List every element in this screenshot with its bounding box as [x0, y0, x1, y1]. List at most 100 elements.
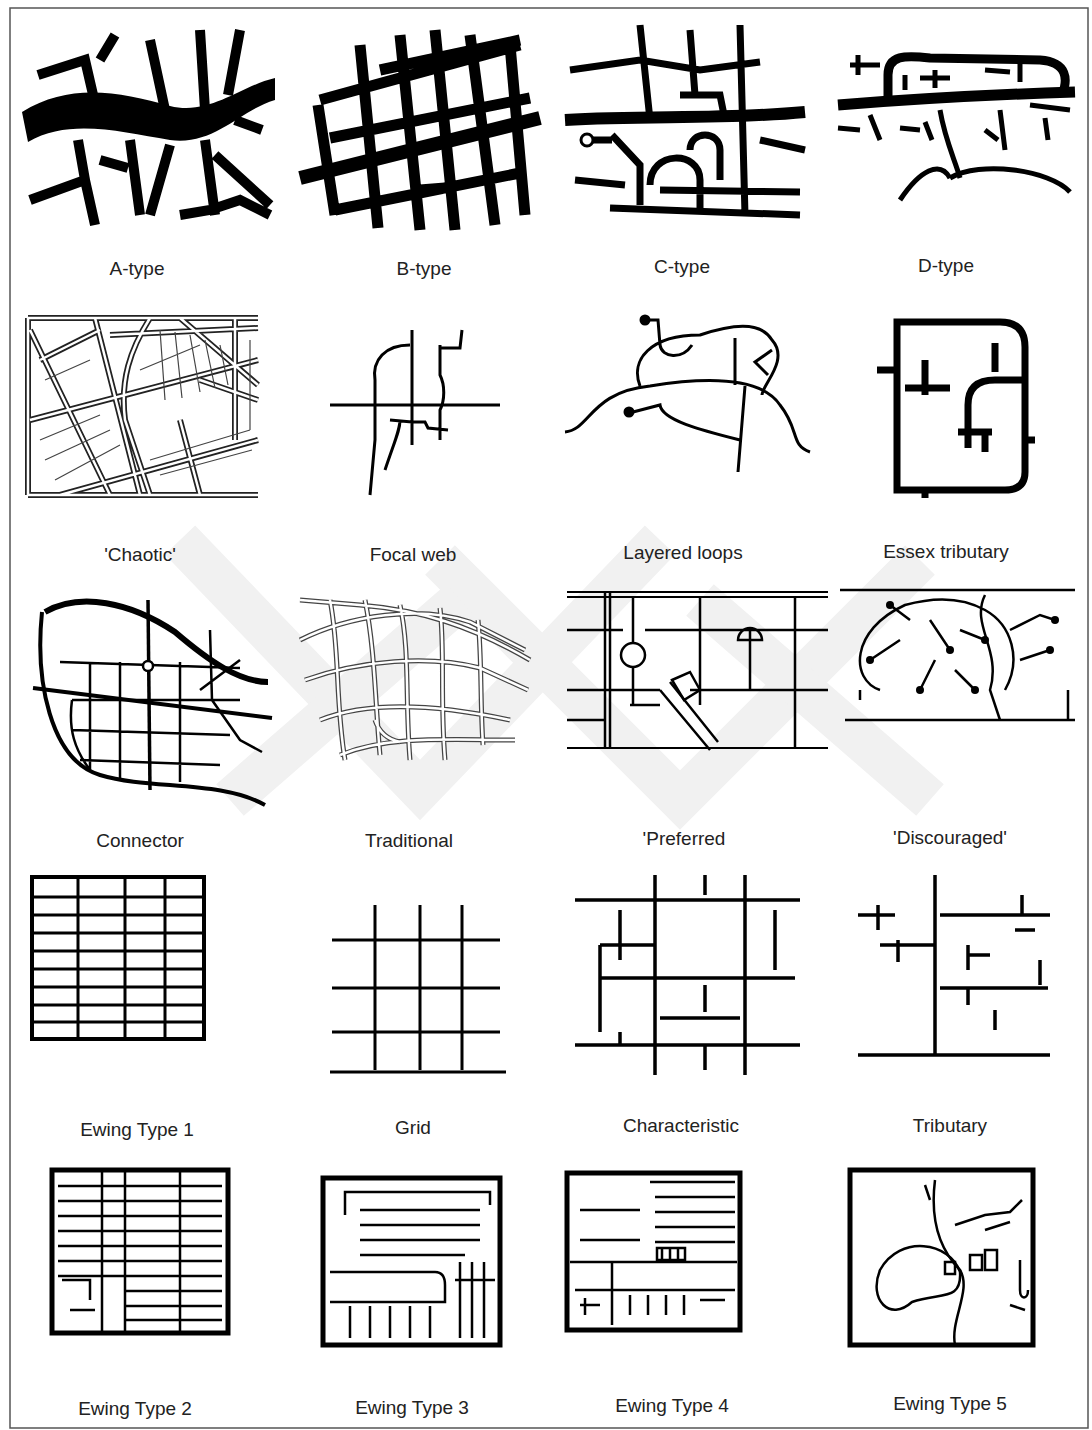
pattern-label: 'Discouraged': [893, 826, 1007, 850]
pattern-label: C-type: [654, 255, 710, 279]
street-line: [28, 318, 258, 495]
a-type-pattern: [22, 30, 275, 225]
street-line: [1046, 646, 1054, 654]
connector-pattern: [33, 600, 272, 805]
street-line: [738, 628, 762, 640]
pattern-label: Ewing Type 4: [615, 1394, 729, 1418]
street-line: [33, 688, 272, 718]
street-line: [877, 1246, 961, 1310]
street-line: [1051, 616, 1059, 624]
tributary-pattern: [858, 875, 1050, 1055]
layered-loops-pattern: [565, 316, 810, 472]
pattern-label: Ewing Type 1: [80, 1118, 194, 1142]
pattern-label: D-type: [918, 254, 974, 278]
street-line: [946, 646, 954, 654]
street-line: [971, 686, 979, 694]
street-line: [916, 686, 924, 694]
grid-pattern: [330, 905, 506, 1072]
focal-web-pattern: [330, 330, 500, 495]
ewing-type-1-pattern: [32, 877, 204, 1039]
street-line: [888, 57, 1065, 100]
characteristic-pattern: [575, 875, 800, 1075]
pattern-label: Ewing Type 2: [78, 1397, 192, 1421]
street-line: [672, 672, 700, 700]
pattern-label: Focal web: [370, 543, 457, 567]
pattern-label: B-type: [397, 257, 452, 281]
pattern-label: Ewing Type 3: [355, 1396, 469, 1420]
street-line: [581, 134, 593, 146]
street-line: [662, 1248, 678, 1260]
pattern-label: A-type: [110, 257, 165, 281]
street-line: [565, 320, 810, 472]
street-line: [970, 1255, 982, 1270]
c-type-pattern: [565, 25, 805, 215]
street-line: [22, 78, 275, 142]
pattern-label: Tributary: [913, 1114, 987, 1138]
street-line: [60, 630, 262, 782]
street-line: [850, 1170, 1033, 1345]
street-line: [858, 875, 1050, 1055]
street-line: [32, 877, 204, 1039]
street-line: [52, 1170, 228, 1333]
street-line: [45, 602, 268, 682]
pattern-label: Grid: [395, 1116, 431, 1140]
street-line: [985, 1250, 997, 1270]
street-line: [330, 330, 500, 495]
street-line: [877, 343, 1035, 498]
street-line: [625, 408, 633, 416]
street-line: [575, 875, 800, 1075]
street-line: [925, 1185, 1028, 1310]
street-line: [981, 636, 989, 644]
street-line: [300, 600, 530, 760]
pattern-label: Traditional: [365, 829, 453, 853]
pattern-label: Essex tributary: [883, 540, 1009, 564]
street-line: [897, 322, 1025, 490]
street-line: [30, 30, 270, 225]
street-line: [330, 1192, 495, 1338]
street-line: [838, 55, 1070, 200]
street-line: [567, 592, 828, 750]
street-line: [886, 601, 894, 609]
street-line: [58, 1170, 222, 1333]
street-line: [318, 30, 530, 230]
street-line: [28, 318, 258, 495]
pattern-label: Ewing Type 5: [893, 1392, 1007, 1416]
street-line: [32, 877, 204, 1039]
pattern-label: 'Preferred: [643, 827, 726, 851]
street-line: [570, 25, 805, 215]
street-line: [40, 330, 252, 480]
pattern-label: Layered loops: [623, 541, 742, 565]
street-line: [570, 1182, 737, 1325]
street-line: [143, 661, 153, 671]
ewing-type-3-pattern: [323, 1178, 500, 1345]
ewing-type-5-pattern: [850, 1170, 1033, 1345]
street-line: [300, 118, 540, 178]
street-line: [838, 92, 1075, 105]
d-type-pattern: [838, 55, 1075, 200]
ewing-type-2-pattern: [52, 1170, 228, 1333]
discouraged-pattern: [840, 590, 1075, 720]
b-type-pattern: [300, 30, 540, 230]
watermark: [180, 540, 930, 800]
street-line: [641, 316, 649, 324]
pattern-label: Connector: [96, 829, 184, 853]
street-line: [860, 595, 1055, 720]
pattern-label: Characteristic: [623, 1114, 739, 1138]
street-line: [934, 1180, 964, 1345]
street-line: [945, 1262, 955, 1274]
frame: [10, 8, 1088, 1428]
street-line: [866, 656, 874, 664]
chaotic-pattern: [28, 318, 258, 495]
street-line: [866, 601, 1059, 694]
preferred-pattern: [567, 592, 828, 750]
street-line: [330, 905, 506, 1072]
street-line: [323, 1178, 500, 1345]
street-line: [180, 540, 660, 790]
street-line: [621, 643, 645, 667]
street-line: [567, 1173, 740, 1330]
ewing-type-4-pattern: [567, 1173, 740, 1330]
street-line: [40, 612, 265, 805]
essex-tributary-pattern: [877, 322, 1035, 498]
street-line: [840, 590, 1075, 720]
